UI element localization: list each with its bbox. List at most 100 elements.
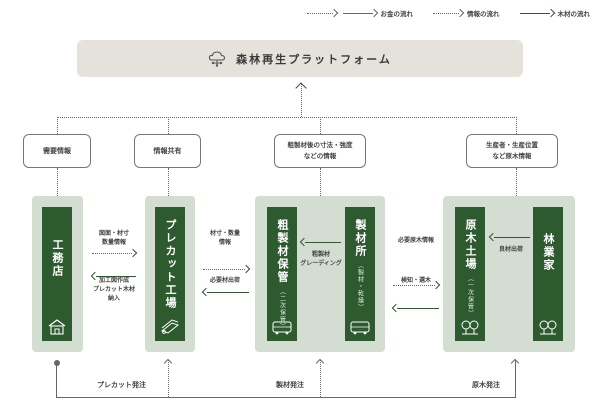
connector-line [516, 117, 517, 134]
flow-text: 図面・材寸 [98, 230, 129, 237]
connector-line [516, 168, 517, 196]
node-label: 原木土場 [464, 219, 477, 271]
wood-arrow-left-icon [299, 237, 341, 247]
info-box-text: などの情報 [303, 152, 337, 160]
node-sublabel: （製材・乾燥） [356, 262, 364, 311]
arrow-up-icon [510, 358, 520, 368]
flow-text: 必要材出荷 [209, 277, 240, 284]
node-sawmill: 製材所 （製材・乾燥） [345, 207, 375, 341]
solid-green-arrow-icon [519, 8, 555, 18]
truck-icon [272, 321, 292, 335]
connector-line [320, 168, 321, 196]
legend-label-wood: 木材の流れ [557, 10, 591, 18]
info-arrow-right-icon [92, 248, 138, 258]
dotted-arrow-icon [433, 8, 465, 18]
connector-line [320, 117, 321, 134]
money-line [56, 363, 57, 397]
flow-text: グレーディング [300, 260, 342, 267]
panel-precut: プレカット工場 [145, 196, 195, 352]
flow-text: 情報 [218, 239, 231, 246]
wood-arrow-left-icon [488, 232, 530, 242]
wood-arrow-left-icon [201, 287, 249, 297]
connector-line [57, 168, 58, 196]
legend: お金の流れ 情報の流れ 木材の流れ [306, 6, 591, 20]
node-sublabel: （一次保管） [466, 275, 474, 317]
flow-text: 必要原木情報 [397, 237, 434, 244]
flow-text: 加工図作成 [98, 277, 129, 284]
panel-sawmill: 粗製材保管 （二次保管） 製材所 （製材・乾燥） 粗製材 グレーディング [255, 196, 385, 352]
panel-builder: 工務店 [32, 196, 83, 352]
order-precut-label: プレカット発注 [97, 381, 146, 389]
flow-text: 良材出荷 [498, 246, 523, 253]
flow-label-info: 必要原木情報 [388, 236, 444, 245]
flow-label-wood: 必要材出荷 [199, 276, 251, 285]
flow-label-wood: 加工図作成 プレカット木材 納入 [85, 276, 143, 303]
order-line [168, 360, 169, 397]
order-line [320, 360, 321, 397]
platform-title: 森林再生プラットフォーム [236, 52, 392, 66]
flow-label-wood: 検知・選木 [388, 276, 444, 285]
flow-label-info: 材寸・数量 情報 [199, 229, 251, 247]
truck-icon [350, 321, 370, 335]
trees-icon [539, 320, 557, 335]
node-precut-factory: プレカット工場 [155, 207, 185, 341]
connector-line [57, 117, 58, 134]
info-box-lumber-spec: 粗製材後の寸法・強度 などの情報 [274, 134, 366, 168]
house-icon [48, 319, 66, 335]
flow-text: 材寸・数量 [209, 230, 240, 237]
cloud-network-icon [209, 50, 226, 67]
flow-text: 数量情報 [101, 239, 126, 246]
arrow-up-icon [295, 82, 307, 94]
platform-box: 森林再生プラットフォーム [77, 40, 523, 77]
panel-forest: 原木土場 （一次保管） 林業家 良材出荷 [443, 196, 575, 352]
info-box-text: 情報共有 [153, 146, 182, 155]
info-arrow-right-icon [393, 280, 441, 290]
connector-line [168, 168, 169, 196]
node-sublabel: （二次保管） [278, 288, 286, 330]
wood-arrow-left-icon [391, 303, 439, 313]
info-box-text: など原木情報 [492, 152, 532, 160]
legend-item-wood: 木材の流れ [519, 8, 591, 18]
legend-label-money: お金の流れ [380, 10, 414, 18]
node-builder: 工務店 [42, 207, 72, 341]
wood-arrow-left-icon [90, 271, 136, 281]
order-sawmill-label: 製材発注 [276, 381, 304, 389]
node-label: プレカット工場 [164, 219, 177, 310]
info-box-demand: 需要情報 [23, 134, 91, 168]
solid-gray-arrow-icon [342, 8, 378, 18]
info-up-line [301, 84, 302, 117]
legend-item-info: 情報の流れ [433, 8, 500, 18]
node-label: 林業家 [542, 233, 555, 272]
node-label: 工務店 [51, 239, 64, 278]
flow-text: 納入 [107, 295, 120, 302]
flow-label-wood: 粗製材 グレーディング [295, 250, 347, 268]
node-label: 製材所 [354, 219, 367, 258]
money-origin-dot [54, 360, 60, 366]
trees-icon [461, 320, 479, 335]
info-box-text: 粗製材後の寸法・強度 [287, 141, 353, 149]
dotted-arrow-icon [306, 8, 338, 18]
info-box-text: 生産者・生産位置 [486, 141, 538, 149]
arrow-up-icon [315, 358, 325, 368]
info-bus-line [57, 117, 517, 118]
info-box-share: 情報共有 [134, 134, 201, 168]
info-box-log-info: 生産者・生産位置 など原木情報 [466, 134, 558, 168]
flow-label-wood: 良材出荷 [487, 245, 535, 254]
money-line [515, 360, 516, 398]
flow-text: プレカット木材 [92, 286, 135, 293]
flow-text: 検知・選木 [400, 277, 431, 284]
node-log-yard: 原木土場 （一次保管） [455, 207, 485, 341]
connector-line [168, 117, 169, 134]
legend-label-info: 情報の流れ [467, 10, 500, 18]
info-box-text: 需要情報 [43, 146, 71, 155]
money-line [56, 397, 516, 398]
info-arrow-right-icon [203, 264, 251, 274]
legend-item-dotted [306, 8, 338, 18]
legend-item-money: お金の流れ [342, 8, 414, 18]
node-rough-lumber-storage: 粗製材保管 （二次保管） [267, 207, 297, 341]
flow-text: 粗製材 [311, 251, 330, 258]
node-forester: 林業家 [533, 207, 563, 341]
flow-label-info: 図面・材寸 数量情報 [87, 229, 141, 247]
lumber-icon [160, 319, 180, 334]
node-label: 粗製材保管 [276, 219, 289, 284]
